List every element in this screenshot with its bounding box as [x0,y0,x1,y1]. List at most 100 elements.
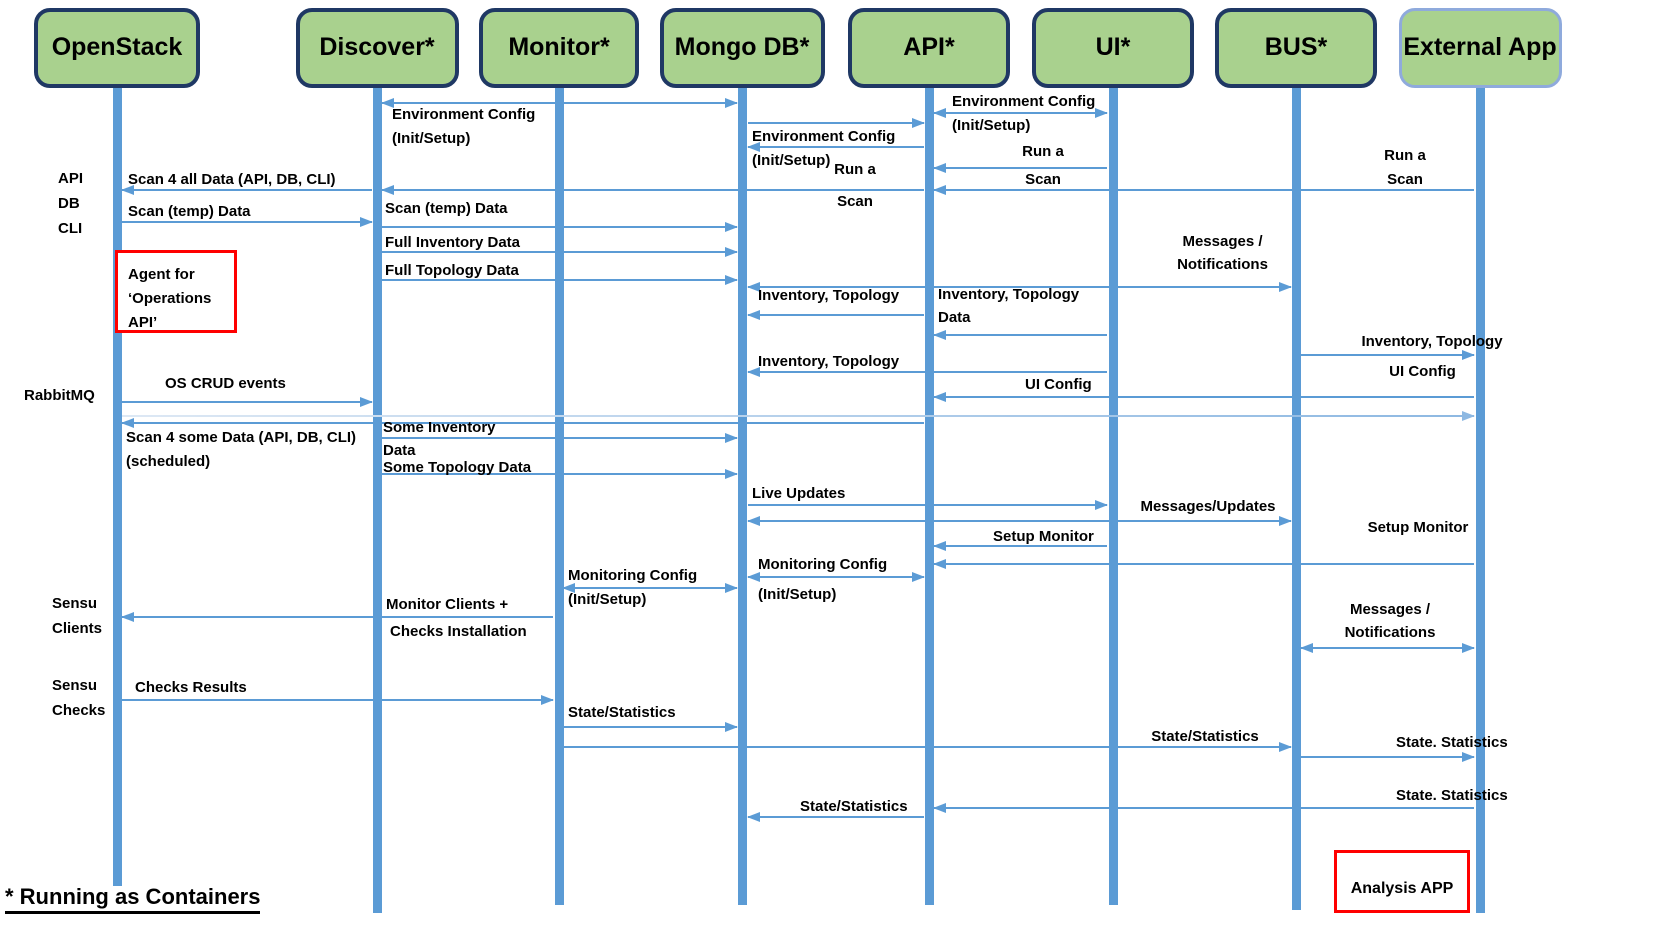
lifeline-monitor [555,88,564,905]
arrowhead-left [747,142,760,152]
arrowhead-right [1095,108,1108,118]
actor-mongo-db: Mongo DB* [659,8,825,88]
label-state-stat-3: State. Statistics [1396,734,1508,751]
arrow-env-config-api-ui [933,108,1108,118]
actor-label-discover: Discover* [319,33,435,62]
arrowhead-left [933,541,946,551]
label-inv-top-1: Inventory, Topology [758,287,900,304]
arrowhead-left [933,185,946,195]
label-state-stat-2: State/Statistics [1151,728,1259,745]
arrow-state-statistics-monitor-to-bus [563,742,1292,752]
arrowhead-left [121,185,134,195]
arrowhead-left [562,583,575,593]
arrowhead-left [381,185,394,195]
arrow-some-topology-discover-to-mongodb [382,469,738,479]
arrow-env-config-mongodb-to-api [748,118,925,128]
label-scan-4-some-a: Scan 4 some Data (API, DB, CLI) [126,429,357,446]
lifeline-mongo-db [738,88,747,905]
label-monitoring-config-2a: Monitoring Config [758,556,888,573]
arrow-state-statistics-bus-to-extapp [1301,752,1475,762]
actor-label-monitor: Monitor* [508,33,610,62]
arrow-setup-monitor-ui-to-api [933,541,1107,551]
actor-label-api: API* [903,33,955,62]
arrowhead-left [121,612,134,622]
arrowhead-right [1279,742,1292,752]
arrowhead-left [381,98,394,108]
side-label-sensu-checks: Sensu Checks [52,677,106,719]
arrow-full-inventory-discover-to-mongodb [382,247,738,257]
arrowhead-right [725,433,738,443]
arrowhead-right [1462,643,1475,653]
arrowhead-right [1279,282,1292,292]
arrow-state-statistics-extapp-to-api [933,803,1474,813]
lifeline-ui [1109,88,1118,905]
arrowhead-right [725,222,738,232]
label-inv-top-4: Inventory, Topology [1361,333,1503,350]
actor-label-mongo-db: Mongo DB* [674,33,810,62]
arrow-full-topology-discover-to-mongodb [382,275,738,285]
lifeline-external-app [1476,88,1485,913]
label-run-a-1: Run a [1022,143,1064,160]
lifeline-discover [373,88,382,913]
arrowhead-right [360,397,373,407]
arrowhead-left [747,516,760,526]
label-messages-1b: Notifications [1177,256,1268,273]
arrowhead-left [747,367,760,377]
actor-external-app: External App [1398,8,1562,88]
label-scan-4-some-b: (scheduled) [126,453,211,470]
arrow-setup-monitor-extapp-to-api [933,559,1474,569]
arrow-env-config-api-to-mongodb [747,142,924,152]
label-state-stat-5: State/Statistics [800,798,908,815]
arrowhead-right [725,98,738,108]
side-label-sensu-clients: Sensu Clients [52,595,103,637]
arrow-monitor-clients-monitor-to-openstack [121,612,553,622]
lifeline-bus [1292,88,1301,910]
arrow-inventory-topology-bus-to-extapp [1301,350,1475,360]
label-scan-2: Scan [1387,171,1423,188]
label-some-inventory-b: Data [383,442,416,459]
arrow-scan-temp-discover-to-mongodb [382,222,738,232]
arrowhead-left [747,282,760,292]
label-scan-4-all: Scan 4 all Data (API, DB, CLI) [128,171,336,188]
label-messages-2b: Notifications [1344,624,1436,641]
label-messages-2a: Messages / [1349,601,1431,618]
arrow-env-config-discover-mongodb [381,98,738,108]
arrow-inventory-topology-api-to-mongodb [747,310,924,320]
arrow-inventory-topology-to-mongodb [747,367,1107,377]
label-scan-3: Scan [837,193,873,210]
label-scan-temp-2: Scan (temp) Data [385,200,508,217]
label-some-inventory-a: Some Inventory [383,419,496,436]
arrow-scan4all-api-to-discover [381,185,924,195]
arrow-response-openstack-to-extapp [122,411,1475,421]
actor-api: API* [848,8,1010,88]
label-full-topology: Full Topology Data [385,262,519,279]
footnote-running-as-containers: * Running as Containers [5,884,261,914]
label-os-crud: OS CRUD events [165,375,286,392]
actor-label-ui: UI* [1095,33,1131,62]
note-text-agent-operations-api: Agent for ‘Operations API’ [128,266,212,331]
label-env-config-1a: Environment Config [392,106,536,123]
arrowhead-right [1279,516,1292,526]
label-inv-top-2b: Data [938,309,971,326]
label-messages-1a: Messages / [1182,233,1263,250]
arrow-scan-temp-openstack-to-discover [122,217,373,227]
actor-label-external-app: External App [1403,33,1557,62]
arrow-monitoring-config-mongodb-api [747,572,925,582]
arrowhead-left [747,812,760,822]
label-env-config-3a: Environment Config [752,128,896,145]
arrow-checks-results-openstack-to-monitor [122,695,554,705]
actor-ui: UI* [1032,8,1194,88]
arrowhead-right [1462,411,1475,421]
label-run-a-2: Run a [1384,147,1426,164]
arrowhead-right [725,583,738,593]
label-ui-config-2: UI Config [1389,363,1456,380]
label-scan-temp-1: Scan (temp) Data [128,203,251,220]
side-label-api-db-cli: API DB CLI [58,170,84,237]
arrowhead-left [747,572,760,582]
arrowhead-left [747,310,760,320]
arrowhead-right [1095,500,1108,510]
arrow-scan4some-api-to-openstack [121,418,924,428]
arrowhead-right [1462,752,1475,762]
label-env-config-3b: (Init/Setup) [752,152,831,169]
